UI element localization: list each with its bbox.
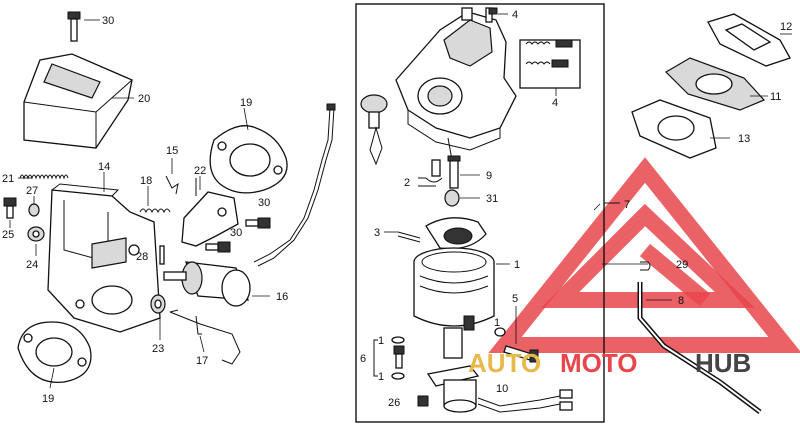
part-plug-31 (444, 189, 480, 207)
leader-lines (9, 107, 672, 389)
callout-5: 5 (512, 293, 518, 305)
callout-10: 10 (496, 383, 508, 395)
part-float-3 (384, 217, 487, 250)
callout-27: 27 (26, 185, 38, 197)
part-rod-17 (169, 309, 241, 365)
part-screw-4-top (488, 7, 508, 15)
part-spring-18 (139, 208, 171, 214)
callout-2: 2 (404, 177, 410, 189)
callout-16: 16 (276, 291, 288, 303)
part-gasket-12 (707, 13, 792, 67)
part-solenoid-16 (163, 103, 336, 307)
callout-7: 7 (624, 199, 630, 211)
callout-26: 26 (388, 397, 400, 409)
callout-15: 15 (166, 145, 178, 157)
watermark-text: AUTO MOTO HUB (468, 348, 751, 378)
part-clip-15 (165, 175, 179, 195)
callout-22: 22 (194, 165, 206, 177)
callout-25: 25 (2, 229, 14, 241)
part-jet-9 (447, 155, 480, 189)
callout-17: 17 (196, 355, 208, 367)
callout-1-upper-left: 1 (378, 335, 384, 347)
watermark-logo (488, 157, 800, 353)
callout-31: 31 (486, 193, 498, 205)
callout-13: 13 (738, 133, 750, 145)
callout-23: 23 (152, 343, 164, 355)
callout-24: 24 (26, 259, 38, 271)
part-drain-screw-5 (503, 345, 539, 363)
part-bolt-6 (373, 336, 405, 380)
callout-6: 6 (360, 353, 366, 365)
callout-labels: 30 20 19 21 14 15 18 22 27 25 30 24 28 3… (2, 9, 792, 409)
part-carburetor-body (395, 7, 517, 161)
callout-9: 9 (486, 170, 492, 182)
callout-11: 11 (770, 91, 781, 103)
callout-1-bowl: 1 (514, 259, 520, 271)
callout-30-mid-a: 30 (258, 197, 270, 209)
callout-19-lower: 19 (42, 393, 54, 405)
callout-21: 21 (2, 173, 14, 185)
part-fuel-tube-8 (637, 282, 762, 414)
part-grommet-23 (150, 294, 166, 314)
part-float-bowl-1 (413, 247, 510, 359)
part-washer-27 (28, 203, 40, 217)
watermark-part3: HUB (695, 348, 751, 378)
part-insulator-11 (665, 57, 768, 111)
part-control-bracket-14 (47, 183, 161, 333)
callout-1-right: 1 (494, 317, 500, 329)
callout-8: 8 (678, 295, 684, 307)
part-bolt-30-top (67, 11, 100, 42)
part-bolt-30-mid-a (245, 217, 271, 229)
part-pin-28 (159, 245, 165, 265)
callout-4-set: 4 (552, 97, 558, 109)
callout-18: 18 (140, 175, 152, 187)
part-bolt-25 (3, 197, 17, 219)
part-cover-20 (23, 53, 134, 149)
callout-30-mid-b: 30 (230, 227, 242, 239)
callout-20: 20 (138, 93, 150, 105)
callout-1-lower-left: 1 (378, 371, 384, 383)
callout-12: 12 (780, 21, 792, 33)
callout-3: 3 (374, 227, 380, 239)
callout-4-top: 4 (512, 9, 518, 21)
part-screw-set-4 (519, 39, 581, 96)
callout-29: 29 (676, 259, 688, 271)
watermark-part1: AUTO (468, 348, 541, 378)
callout-28: 28 (136, 251, 148, 263)
part-gasket-19-lower (17, 321, 92, 384)
part-bolt-30-mid-b (205, 241, 231, 253)
watermark-part2: MOTO (560, 348, 638, 378)
part-screw-26 (417, 395, 429, 407)
part-bracket-22 (181, 178, 239, 247)
carburetor-frame (355, 3, 605, 423)
callout-19-upper: 19 (240, 97, 252, 109)
part-jet-2 (418, 159, 443, 187)
part-gasket-19-upper (209, 125, 288, 194)
part-o-ring-1-right (494, 327, 506, 337)
part-clip-29 (640, 261, 651, 271)
callout-14: 14 (98, 161, 110, 173)
part-grommet-24 (27, 226, 45, 242)
callout-30-top: 30 (102, 15, 114, 27)
part-gasket-13 (631, 99, 730, 159)
part-spring-21 (19, 174, 69, 180)
part-fuel-cut-solenoid-10 (426, 365, 573, 413)
part-choke-knob (360, 94, 388, 166)
